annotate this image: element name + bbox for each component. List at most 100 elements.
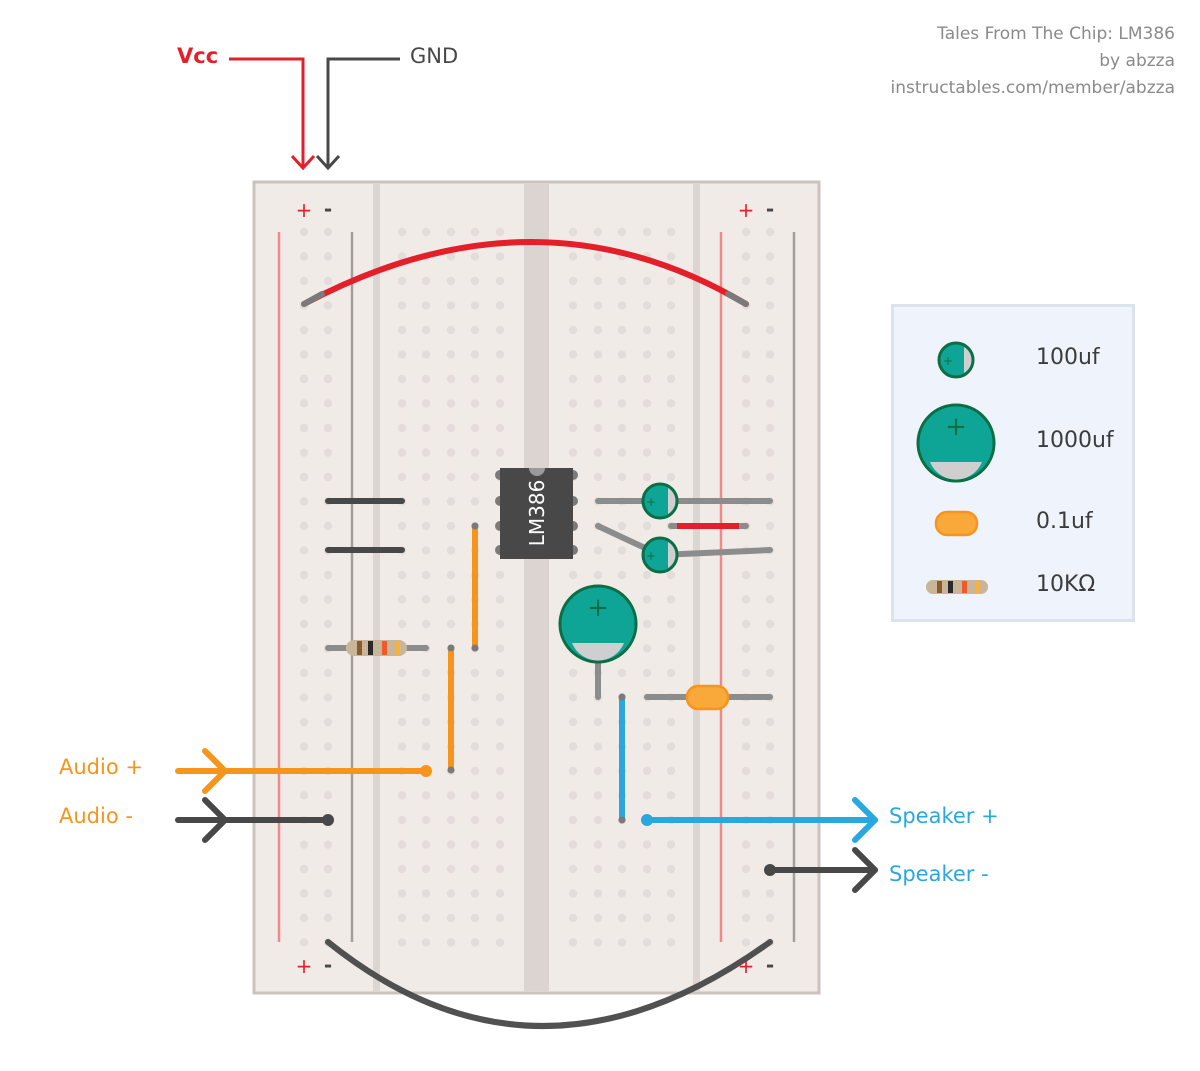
breadboard-hole	[642, 325, 652, 335]
breadboard-hole	[642, 595, 652, 604]
breadboard-hole	[323, 595, 333, 604]
breadboard-hole	[495, 717, 505, 727]
breadboard-hole	[421, 717, 431, 727]
breadboard-hole	[421, 546, 431, 555]
breadboard-hole	[617, 301, 627, 310]
breadboard-hole	[741, 399, 751, 408]
breadboard-hole	[593, 864, 603, 874]
legend-label-0.1uf: 0.1uf	[1036, 509, 1093, 534]
breadboard-hole	[323, 423, 333, 433]
breadboard-hole	[421, 472, 431, 482]
breadboard-hole	[568, 374, 578, 384]
breadboard-hole	[323, 472, 333, 482]
breadboard-hole	[568, 350, 578, 359]
audio-plus-arrow-icon	[202, 748, 228, 794]
rail-label-top-left-plus: +	[296, 198, 313, 222]
breadboard-hole	[323, 619, 333, 629]
breadboard-hole	[741, 766, 751, 776]
breadboard-hole	[470, 325, 480, 335]
breadboard-hole	[323, 521, 333, 531]
breadboard-hole	[470, 350, 480, 359]
breadboard-hole	[642, 399, 652, 408]
breadboard-hole	[593, 227, 603, 237]
rail-divider-right	[693, 184, 700, 991]
breadboard-hole	[323, 276, 333, 286]
breadboard-hole	[617, 668, 627, 678]
breadboard-hole	[765, 595, 775, 604]
breadboard-hole	[323, 252, 333, 261]
breadboard-hole	[765, 252, 775, 261]
credit-url[interactable]: instructables.com/member/abzza	[890, 78, 1175, 98]
breadboard-hole	[568, 668, 578, 678]
speaker-minus-lead	[764, 847, 878, 893]
breadboard-hole	[642, 668, 652, 678]
breadboard-hole	[397, 791, 407, 800]
breadboard-hole	[299, 374, 309, 384]
breadboard-hole	[642, 717, 652, 727]
breadboard-hole	[568, 399, 578, 408]
breadboard-hole	[397, 570, 407, 580]
breadboard-hole	[617, 472, 627, 482]
gnd-label: GND	[410, 44, 459, 68]
breadboard-hole	[495, 350, 505, 359]
breadboard-hole	[568, 301, 578, 310]
capacitor-1000uf: +	[558, 584, 638, 664]
breadboard-hole	[421, 791, 431, 800]
svg-text:+: +	[646, 495, 656, 509]
gnd-bridge-wire	[325, 939, 773, 1029]
breadboard-hole	[568, 717, 578, 727]
gnd-jumper-wires	[325, 498, 405, 553]
speaker-minus-label: Speaker -	[889, 862, 989, 886]
breadboard-hole	[470, 913, 480, 923]
breadboard-hole	[593, 546, 603, 555]
breadboard-hole	[593, 472, 603, 482]
breadboard-hole	[495, 644, 505, 653]
breadboard-hole	[741, 570, 751, 580]
breadboard-hole	[421, 913, 431, 923]
breadboard-hole	[568, 276, 578, 286]
breadboard-hole	[765, 791, 775, 800]
breadboard-hole	[299, 276, 309, 286]
breadboard-hole	[299, 448, 309, 457]
breadboard-hole	[421, 889, 431, 898]
breadboard-hole	[642, 521, 652, 531]
breadboard-hole	[617, 325, 627, 335]
breadboard-hole	[470, 276, 480, 286]
breadboard-hole	[299, 595, 309, 604]
breadboard-hole	[299, 864, 309, 874]
speaker-plus-arrow-icon	[852, 797, 878, 843]
breadboard-hole	[446, 521, 456, 531]
breadboard-hole	[741, 791, 751, 800]
breadboard-hole	[397, 521, 407, 531]
breadboard-hole	[446, 815, 456, 825]
legend-label-10k: 10KΩ	[1036, 572, 1096, 597]
breadboard-hole	[446, 546, 456, 555]
breadboard-hole	[397, 423, 407, 433]
breadboard-hole	[323, 717, 333, 727]
breadboard-hole	[666, 448, 676, 457]
breadboard-hole	[642, 276, 652, 286]
breadboard-hole	[323, 399, 333, 408]
vcc-lead	[229, 57, 316, 171]
breadboard-hole	[617, 570, 627, 580]
breadboard-hole	[421, 448, 431, 457]
breadboard-hole	[765, 301, 775, 310]
breadboard-hole	[299, 840, 309, 849]
breadboard-hole	[666, 423, 676, 433]
breadboard-hole	[397, 227, 407, 237]
breadboard-hole	[617, 448, 627, 457]
breadboard-hole	[397, 864, 407, 874]
breadboard-hole	[495, 864, 505, 874]
breadboard-hole	[323, 301, 333, 310]
breadboard-hole	[323, 864, 333, 874]
breadboard-hole	[765, 913, 775, 923]
breadboard-hole	[323, 742, 333, 751]
breadboard-hole	[397, 913, 407, 923]
breadboard-hole	[642, 644, 652, 653]
speaker-plus-label: Speaker +	[889, 804, 999, 828]
breadboard-hole	[299, 619, 309, 629]
breadboard-hole	[421, 497, 431, 506]
breadboard-hole	[593, 717, 603, 727]
breadboard-hole	[765, 423, 775, 433]
breadboard-hole	[642, 742, 652, 751]
